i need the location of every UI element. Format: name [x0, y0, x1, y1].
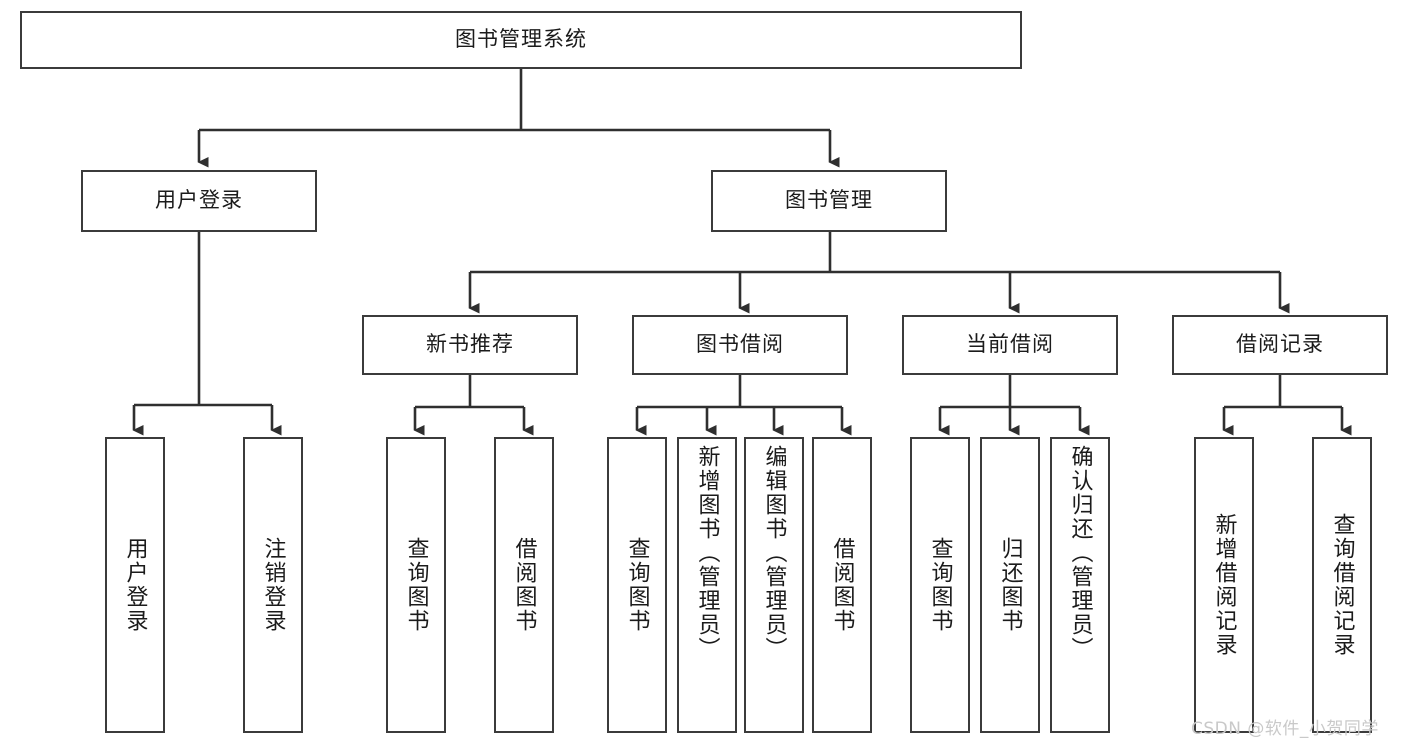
- node-leaf-logout[interactable]: 注销登录: [243, 437, 303, 733]
- node-label: 新书推荐: [426, 332, 514, 357]
- node-label: 注销登录: [260, 537, 286, 633]
- node-label: 借阅图书: [829, 537, 855, 633]
- node-label: 查询图书: [403, 537, 429, 633]
- node-leaf-query-book-borrow[interactable]: 查询图书: [607, 437, 667, 733]
- node-label: 图书管理: [785, 188, 873, 213]
- node-root-system[interactable]: 图书管理系统: [20, 11, 1022, 69]
- node-new-book-recommend[interactable]: 新书推荐: [362, 315, 578, 375]
- node-label: 用户登录: [122, 537, 148, 633]
- node-label: 当前借阅: [966, 332, 1054, 357]
- node-user-login[interactable]: 用户登录: [81, 170, 317, 232]
- node-current-borrow[interactable]: 当前借阅: [902, 315, 1118, 375]
- node-leaf-borrow-book-recommend[interactable]: 借阅图书: [494, 437, 554, 733]
- node-label: 借阅图书: [511, 537, 537, 633]
- node-label: 编辑图书（管理员）: [761, 445, 787, 661]
- node-leaf-add-borrow-record[interactable]: 新增借阅记录: [1194, 437, 1254, 733]
- node-leaf-borrow-book[interactable]: 借阅图书: [812, 437, 872, 733]
- node-leaf-edit-book-admin[interactable]: 编辑图书（管理员）: [744, 437, 804, 733]
- watermark-text: CSDN @软件_小贺同学: [1191, 719, 1379, 739]
- node-label: 图书借阅: [696, 332, 784, 357]
- node-leaf-query-borrow-record[interactable]: 查询借阅记录: [1312, 437, 1372, 733]
- node-label: 借阅记录: [1236, 332, 1324, 357]
- node-borrow-record[interactable]: 借阅记录: [1172, 315, 1388, 375]
- node-leaf-add-book-admin[interactable]: 新增图书（管理员）: [677, 437, 737, 733]
- node-label: 用户登录: [155, 188, 243, 213]
- node-label: 确认归还（管理员）: [1067, 445, 1093, 661]
- node-label: 归还图书: [997, 537, 1023, 633]
- node-book-borrow[interactable]: 图书借阅: [632, 315, 848, 375]
- node-leaf-query-book-current[interactable]: 查询图书: [910, 437, 970, 733]
- node-label: 查询图书: [927, 537, 953, 633]
- node-label: 图书管理系统: [455, 27, 587, 52]
- node-leaf-confirm-return-admin[interactable]: 确认归还（管理员）: [1050, 437, 1110, 733]
- node-label: 新增借阅记录: [1211, 513, 1237, 657]
- node-label: 查询借阅记录: [1329, 513, 1355, 657]
- node-leaf-query-book-recommend[interactable]: 查询图书: [386, 437, 446, 733]
- node-label: 查询图书: [624, 537, 650, 633]
- node-book-management[interactable]: 图书管理: [711, 170, 947, 232]
- node-label: 新增图书（管理员）: [694, 445, 720, 661]
- node-leaf-user-login[interactable]: 用户登录: [105, 437, 165, 733]
- node-leaf-return-book[interactable]: 归还图书: [980, 437, 1040, 733]
